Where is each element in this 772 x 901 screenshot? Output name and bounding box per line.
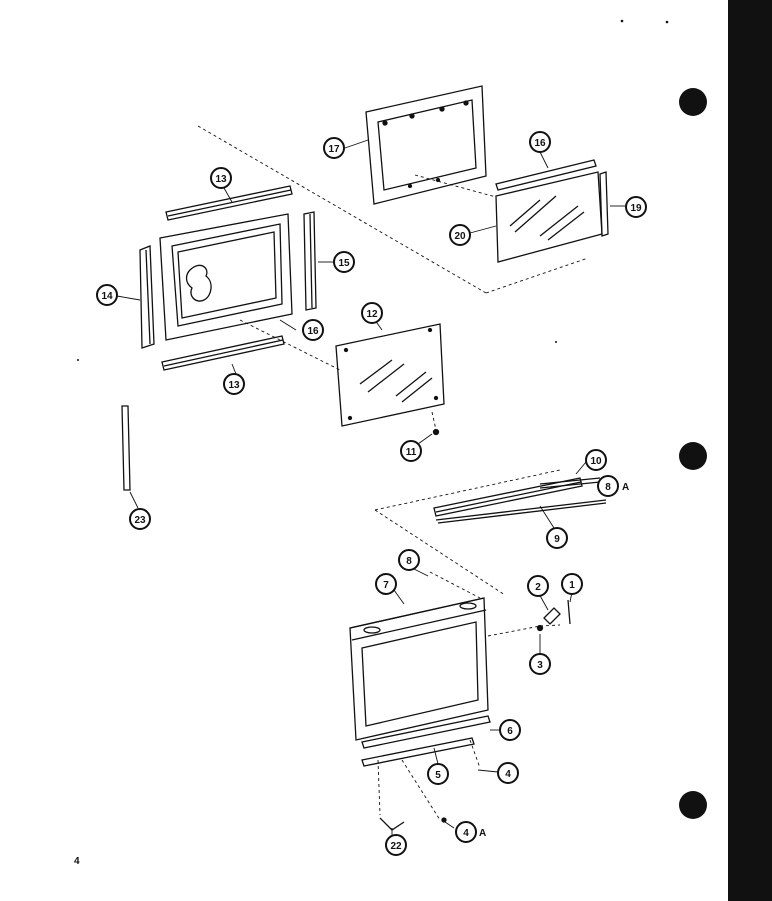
page-number: 4 (74, 856, 80, 867)
callout-9: 9 (546, 527, 568, 549)
callout-7: 7 (375, 573, 397, 595)
callout-16-mid: 16 (302, 319, 324, 341)
svg-text:1: 1 (569, 580, 575, 591)
leader-line (441, 819, 455, 829)
callout-11: 11 (400, 440, 422, 462)
callout-5: 5 (427, 763, 449, 785)
leader-lines (116, 139, 626, 765)
speck (665, 20, 669, 24)
callout-17: 17 (323, 137, 345, 159)
door-rail-top (165, 185, 293, 221)
screw (432, 428, 440, 436)
glass-panel-upper (495, 171, 603, 263)
svg-text:3: 3 (537, 660, 543, 671)
binder-hole (679, 88, 707, 116)
suffix-a: A (479, 828, 486, 839)
callout-8: 8 (398, 549, 420, 571)
callout-3: 3 (529, 653, 551, 675)
callout-23: 23 (129, 508, 151, 530)
callouts: 17 13 16 19 20 14 15 16 12 13 11 23 10 8… (96, 131, 647, 856)
bottom-trim-upper (361, 715, 491, 749)
svg-text:8: 8 (406, 556, 412, 567)
hinge-channel (433, 477, 583, 517)
callout-8A: 8 (597, 475, 619, 497)
callout-15: 15 (333, 251, 355, 273)
svg-text:22: 22 (390, 841, 402, 852)
binder-hole (679, 442, 707, 470)
svg-text:15: 15 (338, 258, 350, 269)
callout-4A: 4 (455, 821, 477, 843)
callout-4: 4 (497, 762, 519, 784)
svg-text:8: 8 (605, 482, 611, 493)
svg-text:11: 11 (406, 447, 417, 458)
svg-text:5: 5 (435, 770, 441, 781)
side-trim-left (139, 245, 155, 349)
binder-hole (679, 791, 707, 819)
svg-text:20: 20 (454, 231, 466, 242)
callout-16-top: 16 (529, 131, 551, 153)
svg-text:17: 17 (328, 144, 340, 155)
binding-edge (728, 0, 772, 901)
svg-text:10: 10 (590, 456, 602, 467)
callout-13-bottom: 13 (223, 373, 245, 395)
svg-text:23: 23 (134, 515, 146, 526)
svg-text:12: 12 (366, 309, 378, 320)
callout-22: 22 (385, 834, 407, 856)
svg-text:4: 4 (463, 828, 469, 839)
inner-door-frame (365, 85, 487, 205)
suffix-a: A (622, 482, 629, 493)
trim-strip (121, 405, 131, 491)
speck (555, 341, 557, 343)
bottom-trim-lower (361, 737, 475, 767)
svg-text:6: 6 (507, 726, 513, 737)
hinge-strip-a (539, 477, 601, 489)
glass-retainer-side (599, 171, 609, 237)
glass-retainer-top (495, 159, 597, 191)
handle-parts (536, 599, 571, 632)
svg-text:4: 4 (505, 769, 511, 780)
callout-13-top: 13 (210, 167, 232, 189)
callout-6: 6 (499, 719, 521, 741)
hinge-rod (435, 499, 607, 524)
callout-12: 12 (361, 302, 383, 324)
svg-text:16: 16 (307, 326, 319, 337)
side-trim-right (303, 211, 317, 311)
svg-text:19: 19 (630, 203, 642, 214)
svg-text:7: 7 (383, 580, 389, 591)
svg-text:13: 13 (228, 380, 240, 391)
svg-text:16: 16 (534, 138, 546, 149)
glass-panel-middle (335, 323, 445, 427)
speck (620, 19, 624, 23)
door-frame-assembly (159, 213, 293, 341)
callout-20: 20 (449, 224, 471, 246)
svg-text:13: 13 (215, 174, 227, 185)
callout-2: 2 (527, 575, 549, 597)
callout-1: 1 (561, 573, 583, 595)
alignment-lines (197, 125, 589, 821)
door-rail-bottom (161, 335, 285, 371)
leader-line (477, 769, 499, 773)
speck (77, 359, 79, 361)
svg-text:2: 2 (535, 582, 541, 593)
lower-door-frame (349, 597, 489, 741)
svg-text:14: 14 (101, 291, 113, 302)
svg-text:9: 9 (554, 534, 560, 545)
callout-19: 19 (625, 196, 647, 218)
callout-14: 14 (96, 284, 118, 306)
callout-10: 10 (585, 449, 607, 471)
